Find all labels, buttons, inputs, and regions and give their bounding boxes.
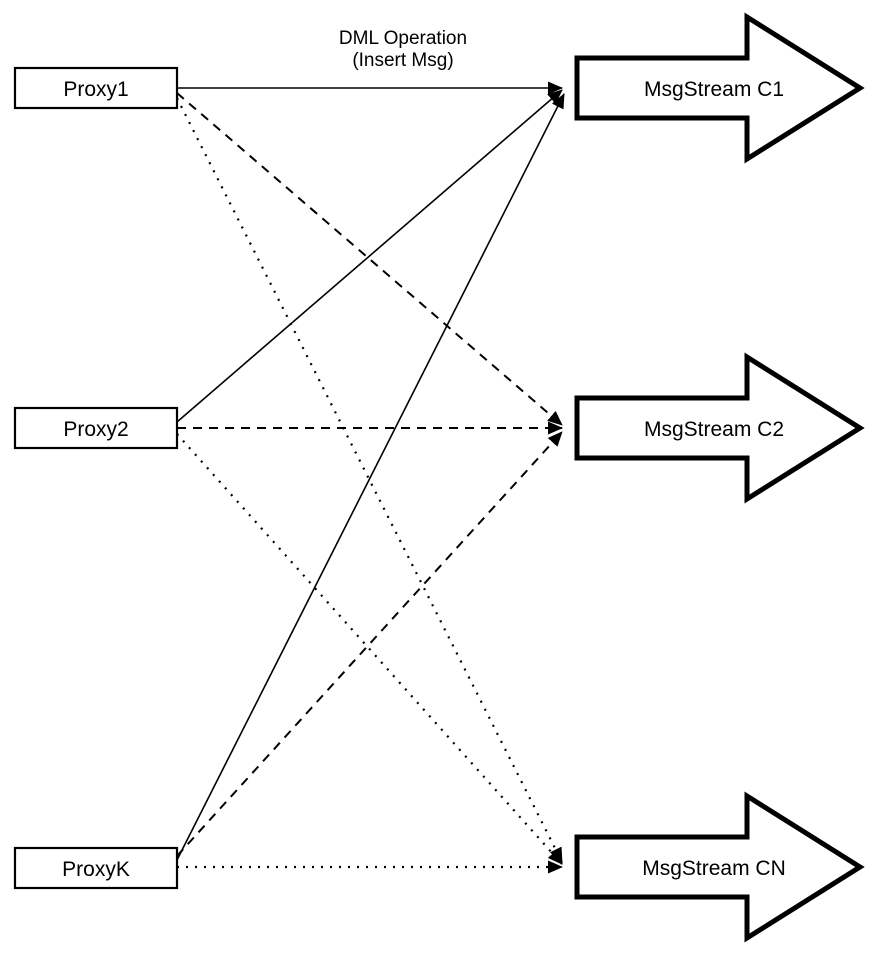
- proxyk-box: [13, 846, 179, 890]
- proxy2-label: Proxy2: [63, 418, 128, 441]
- msgstream-c2-label: MsgStream C2: [644, 418, 784, 441]
- edge-proxy1-cn: [176, 97, 563, 863]
- edge-proxy2-c1: [176, 89, 563, 423]
- msgstream-c1-arrow-shape: [574, 12, 865, 164]
- proxy-node-proxyk: ProxyK: [13, 846, 179, 890]
- msgstream-cn-label: MsgStream CN: [642, 857, 786, 880]
- stream-node-c1: MsgStream C1: [574, 12, 865, 164]
- edge-proxy2-cn: [176, 433, 563, 865]
- edge-proxyk-c2: [176, 431, 563, 857]
- proxy1-label: Proxy1: [63, 78, 128, 101]
- stream-node-c2: MsgStream C2: [574, 352, 865, 504]
- proxy1-box: [13, 66, 179, 110]
- title-line-2: (Insert Msg): [352, 50, 453, 71]
- edge-proxy1-c2: [176, 92, 563, 426]
- msgstream-c2-arrow-shape: [574, 352, 865, 504]
- proxy-node-proxy2: Proxy2: [13, 406, 179, 450]
- proxyk-label: ProxyK: [62, 858, 130, 881]
- msgstream-c1-label: MsgStream C1: [644, 78, 784, 101]
- edge-proxyk-c1: [176, 93, 565, 861]
- edge-group: [176, 81, 565, 874]
- diagram-title: DML Operation (Insert Msg): [339, 28, 467, 71]
- title-line-1: DML Operation: [339, 28, 467, 49]
- proxy2-box: [13, 406, 179, 450]
- msgstream-cn-arrow-shape: [574, 791, 865, 943]
- stream-node-cn: MsgStream CN: [574, 791, 865, 943]
- proxy-node-proxy1: Proxy1: [13, 66, 179, 110]
